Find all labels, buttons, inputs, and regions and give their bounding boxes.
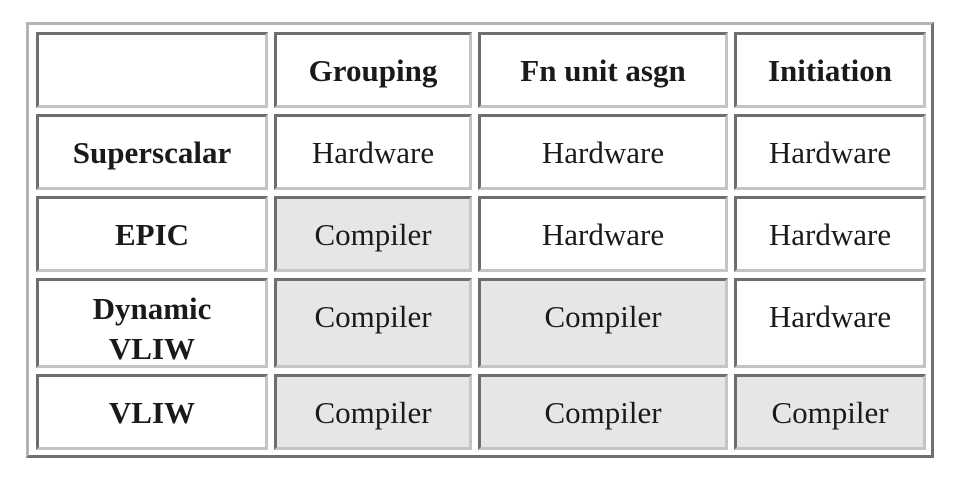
row-label-dynamic-vliw-line1: Dynamic: [92, 291, 212, 326]
cell-epic-initiation: Hardware: [734, 196, 926, 272]
cell-dynamic-vliw-initiation: Hardware: [734, 278, 926, 368]
header-empty-cell: [36, 32, 268, 108]
cell-epic-fn-unit: Hardware: [478, 196, 728, 272]
cell-superscalar-fn-unit: Hardware: [478, 114, 728, 190]
row-label-epic: EPIC: [36, 196, 268, 272]
cell-dynamic-vliw-grouping: Compiler: [274, 278, 472, 368]
cell-vliw-initiation: Compiler: [734, 374, 926, 450]
row-label-superscalar: Superscalar: [36, 114, 268, 190]
header-fn-unit-asgn: Fn unit asgn: [478, 32, 728, 108]
header-grouping: Grouping: [274, 32, 472, 108]
cell-superscalar-initiation: Hardware: [734, 114, 926, 190]
row-label-dynamic-vliw: Dynamic VLIW: [36, 278, 268, 368]
header-initiation: Initiation: [734, 32, 926, 108]
row-label-vliw: VLIW: [36, 374, 268, 450]
cell-superscalar-grouping: Hardware: [274, 114, 472, 190]
cell-vliw-grouping: Compiler: [274, 374, 472, 450]
cell-epic-grouping: Compiler: [274, 196, 472, 272]
cell-vliw-fn-unit: Compiler: [478, 374, 728, 450]
row-label-dynamic-vliw-line2: VLIW: [108, 331, 196, 366]
cell-dynamic-vliw-fn-unit: Compiler: [478, 278, 728, 368]
